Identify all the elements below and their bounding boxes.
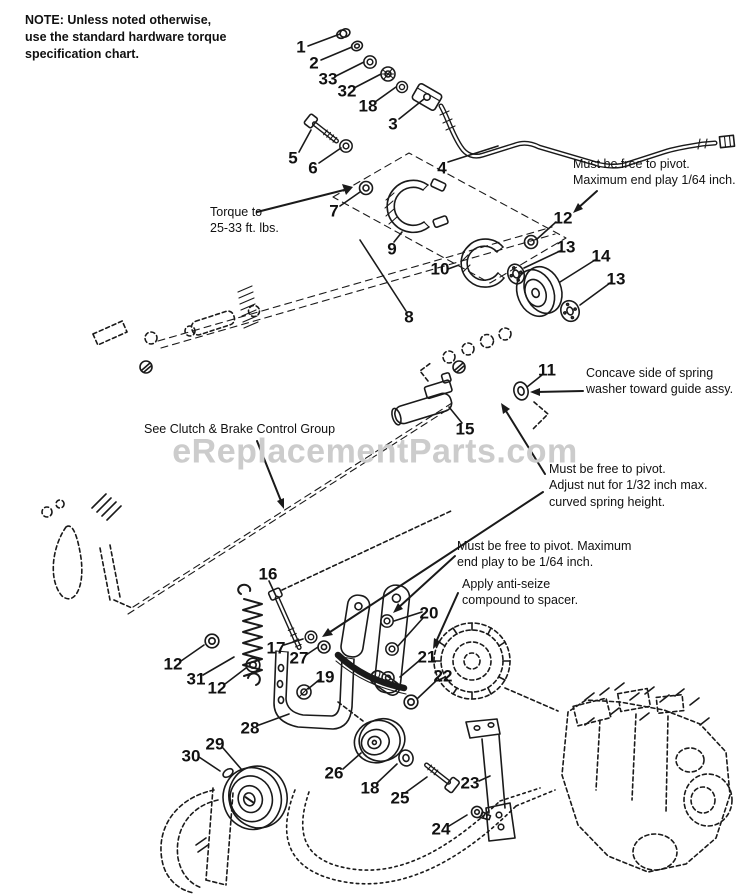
bracket-23 — [465, 718, 516, 842]
phantom-hardware-row — [419, 327, 549, 430]
part-label-19: 19 — [315, 667, 335, 687]
torque-note: Torque to 25-33 ft. lbs. — [210, 205, 279, 236]
guide-assembly-15 — [391, 327, 549, 430]
part-label-18: 18 — [358, 96, 378, 116]
part-label-13: 13 — [556, 237, 576, 257]
clamp-assembly — [358, 178, 449, 234]
phantom-box — [332, 152, 567, 284]
part-label-13b: 13 — [606, 269, 626, 289]
phantom-lever-left — [41, 493, 133, 609]
part-label-25: 25 — [390, 788, 410, 808]
spring-and-hardware — [204, 583, 331, 686]
brake-band-drum-group — [460, 234, 580, 323]
part-label-29: 29 — [205, 734, 225, 754]
phantom-belt-guard — [160, 787, 234, 894]
part-label-20: 20 — [419, 603, 439, 623]
cable-8 — [157, 226, 556, 349]
phantom-clutch-rod — [127, 402, 453, 615]
part-label-33: 33 — [318, 69, 338, 89]
part-label-1: 1 — [296, 37, 306, 57]
part-label-32: 32 — [337, 81, 357, 101]
phantom-engine-assembly — [561, 682, 733, 873]
part-label-3: 3 — [388, 114, 398, 134]
part-label-23: 23 — [460, 773, 480, 793]
part-label-15: 15 — [455, 419, 475, 439]
see-clutch-note: See Clutch & Brake Control Group — [144, 422, 336, 436]
part-label-21: 21 — [417, 647, 437, 667]
anti-seize-note: Apply anti-seize compound to spacer. — [462, 577, 579, 608]
part-label-24: 24 — [431, 819, 451, 839]
part-label-10: 10 — [430, 259, 450, 279]
part-label-8: 8 — [404, 307, 414, 327]
part-label-5: 5 — [288, 148, 298, 168]
part-label-12c: 12 — [163, 654, 183, 674]
idler-pulley-26 — [353, 718, 460, 794]
part-label-31: 31 — [186, 669, 206, 689]
bracket-28 — [273, 650, 355, 730]
trunnion-3 — [411, 83, 443, 111]
pivot-mid-note: Must be free to pivot. Adjust nut for 1/… — [549, 462, 708, 509]
part-label-4: 4 — [437, 158, 447, 178]
pivot-top-note: Must be free to pivot. Maximum end play … — [573, 157, 736, 188]
part-label-26: 26 — [324, 763, 344, 783]
part-label-17: 17 — [266, 638, 286, 658]
part-label-11: 11 — [538, 360, 556, 380]
part-label-2: 2 — [309, 53, 319, 73]
part-label-22: 22 — [433, 666, 453, 686]
part-label-27: 27 — [289, 648, 309, 668]
part-label-14: 14 — [591, 246, 611, 266]
phantom-gear — [281, 510, 559, 722]
clutch-pulley-29 — [222, 765, 288, 831]
part-label-28: 28 — [240, 718, 260, 738]
part-label-30: 30 — [181, 746, 201, 766]
leader-lines — [180, 33, 611, 827]
part-label-12d: 12 — [207, 678, 227, 698]
hardware-torque-note: NOTE: Unless noted otherwise, use the st… — [25, 13, 227, 61]
control-rod-4 — [438, 103, 736, 169]
bolt-5-nut-6 — [303, 113, 353, 153]
drive-belt — [285, 787, 556, 885]
phantom-parts-left — [92, 304, 261, 374]
part-label-6: 6 — [308, 158, 318, 178]
part-label-18b: 18 — [360, 778, 380, 798]
pivot-hardware-20-21-22 — [369, 614, 419, 710]
part-label-7: 7 — [329, 201, 339, 221]
part-label-16: 16 — [258, 564, 278, 584]
watermark: eReplacementParts.com — [172, 432, 578, 471]
annotation-arrows — [256, 184, 598, 649]
part-label-9: 9 — [387, 239, 397, 259]
concave-note: Concave side of spring washer toward gui… — [586, 366, 734, 397]
pivot-lower-note: Must be free to pivot. Maximum end play … — [457, 539, 632, 570]
part-label-12: 12 — [553, 208, 573, 228]
